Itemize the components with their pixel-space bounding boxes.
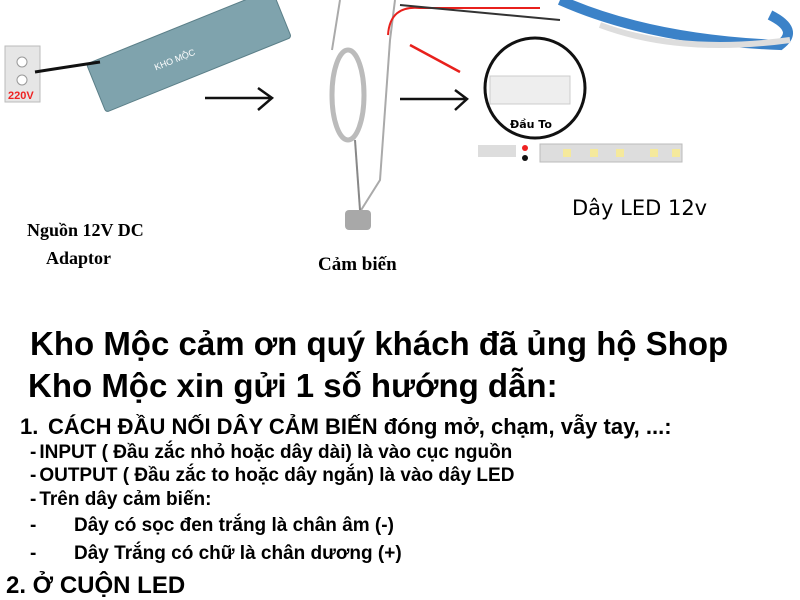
bullet: - <box>30 465 37 486</box>
bullet: - <box>30 489 37 510</box>
power-cord <box>34 60 101 74</box>
sub-list-item: - <box>30 515 36 537</box>
thanks-heading: Kho Mộc cảm ơn quý khách đã ủng hộ Shop <box>30 325 729 362</box>
sub-item-text: Dây Trắng có chữ là chân dương (+) <box>74 543 402 564</box>
list-item: -INPUT ( Đầu zắc nhỏ hoặc dây dài) là và… <box>30 442 512 464</box>
wall-socket-icon <box>4 45 41 103</box>
section1-number: 1. <box>20 414 39 439</box>
arrow-icon <box>205 86 275 111</box>
sensor-head <box>345 210 371 230</box>
sensor-cable <box>329 0 396 230</box>
arrow-icon <box>400 89 469 111</box>
connector-label: Đầu To <box>510 118 552 131</box>
section2-heading: 2. Ở CUỘN LED <box>6 572 186 599</box>
power-adapter: KHO MỘC <box>86 0 291 112</box>
section1-title: CÁCH ĐẦU NỐI DÂY CẢM BIẾN đóng mở, chạm,… <box>48 414 672 439</box>
led-label: Dây LED 12v <box>572 196 708 220</box>
connector-icon <box>489 75 571 105</box>
sensor-label: Cảm biến <box>318 254 397 275</box>
led-strip-segment <box>539 143 683 163</box>
item-text: OUTPUT ( Đầu zắc to hoặc dây ngắn) là và… <box>39 465 515 486</box>
red-arrow-icon <box>409 43 461 74</box>
adapter-sublabel: Adaptor <box>46 248 112 268</box>
bullet: - <box>30 543 37 564</box>
list-item: -OUTPUT ( Đầu zắc to hoặc dây ngắn) là v… <box>30 465 514 487</box>
sub-list-item: - <box>30 543 36 565</box>
intro-heading: Kho Mộc xin gửi 1 số hướng dẫn: <box>28 367 558 404</box>
socket-voltage: 220V <box>8 90 34 102</box>
sub-item-text: Dây có sọc đen trắng là chân âm (-) <box>74 515 394 536</box>
led-reel <box>557 0 793 51</box>
list-item: -Trên dây cảm biến: <box>30 489 211 511</box>
wiring-diagram: 220V KHO MỘC Đầu To <box>4 0 793 230</box>
item-text: Trên dây cảm biến: <box>39 489 212 510</box>
item-text: INPUT ( Đầu zắc nhỏ hoặc dây dài) là vào… <box>39 442 513 463</box>
small-connector-icon <box>478 145 516 157</box>
bullet: - <box>30 515 37 536</box>
adapter-label: Nguồn 12V DC <box>27 220 144 240</box>
red-wire <box>387 6 540 36</box>
bullet: - <box>30 442 37 463</box>
